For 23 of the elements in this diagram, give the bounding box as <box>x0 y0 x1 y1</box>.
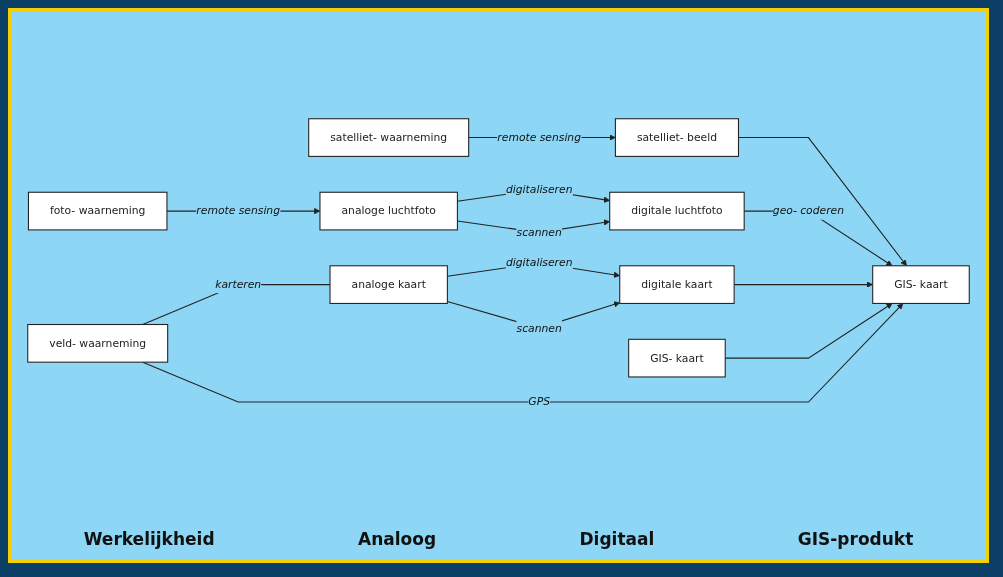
edge-label: remote sensing <box>196 204 281 218</box>
edge-label: remote sensing <box>497 130 582 144</box>
node-box: GIS- kaart <box>628 338 726 378</box>
edge-label: GPS <box>528 395 551 409</box>
node-box: digitale kaart <box>619 265 735 305</box>
node-box: digitale luchtfoto <box>609 191 745 231</box>
node-box: analoge kaart <box>329 265 448 305</box>
node-box: analoge luchtfoto <box>319 191 458 231</box>
column-heading: Analoog <box>358 529 437 549</box>
node-box: veld- waarneming <box>27 324 169 363</box>
column-heading: Digitaal <box>579 529 655 549</box>
edge-label: karteren <box>215 278 262 291</box>
edge-label: scannen <box>516 226 562 239</box>
edge-label: scannen <box>516 321 562 335</box>
node-box: satelliet- waarneming <box>308 118 470 157</box>
column-heading: Werkelijkheid <box>83 529 215 549</box>
node-box: GIS- kaart <box>872 265 970 305</box>
edge-label: digitaliseren <box>505 256 573 270</box>
edge-label: geo- coderen <box>772 204 845 218</box>
column-heading: GIS-produkt <box>797 529 914 549</box>
node-box: foto- waarneming <box>27 191 168 231</box>
node-box: satelliet- beeld <box>614 118 739 157</box>
edge-label: digitaliseren <box>505 183 573 196</box>
